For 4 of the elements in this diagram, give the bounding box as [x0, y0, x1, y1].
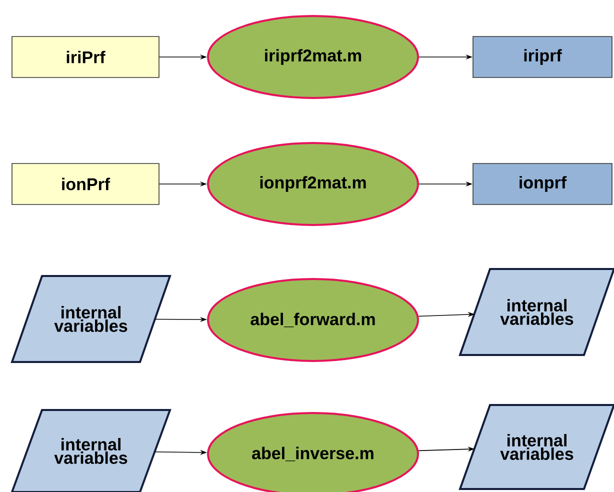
output-box: iriprf — [472, 36, 612, 78]
file-box: ionPrf — [12, 163, 160, 205]
output-box: ionprf — [472, 163, 612, 205]
file-box: iriPrf — [12, 36, 160, 78]
